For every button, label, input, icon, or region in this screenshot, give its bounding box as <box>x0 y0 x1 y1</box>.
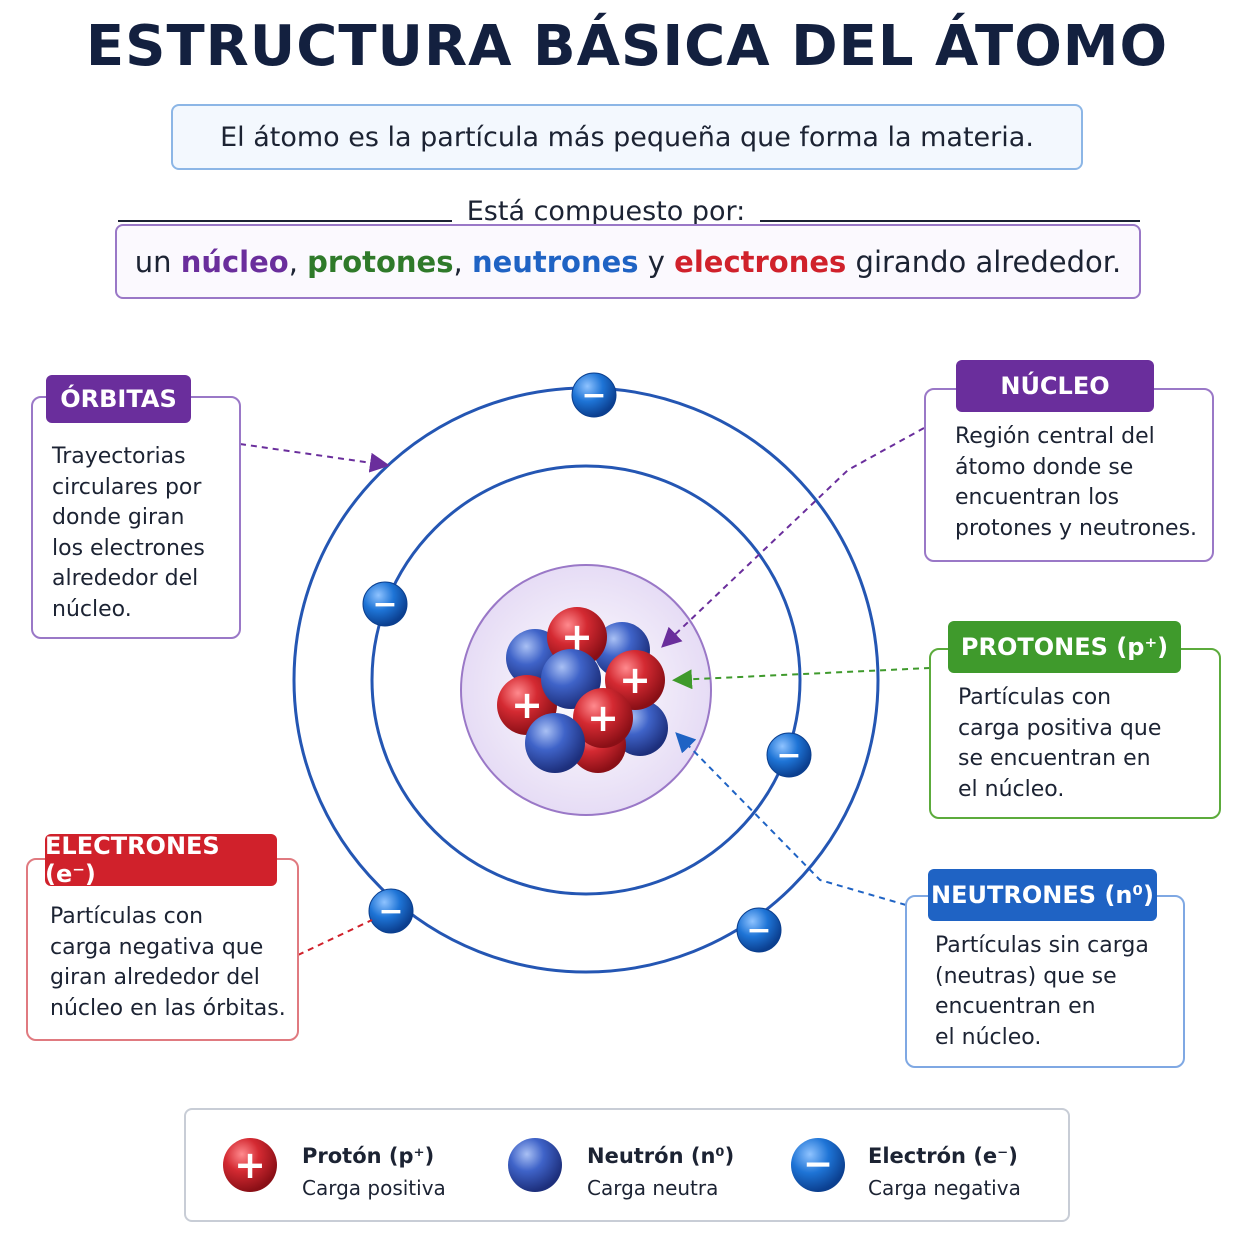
neutrones-description: Partículas sin carga (neutras) que se en… <box>935 933 1149 1050</box>
composition-nucleo: núcleo <box>180 244 289 279</box>
legend-electron-sub: Carga negativa <box>868 1176 1021 1200</box>
minus-sign: − <box>776 738 801 773</box>
orbitas-pointer <box>239 443 390 473</box>
legend: + Protón (p⁺) Carga positiva Neutrón (n⁰… <box>184 1108 1070 1222</box>
nucleo-pointer <box>661 427 925 648</box>
minus-sign: − <box>372 587 397 622</box>
minus-sign: − <box>803 1144 833 1185</box>
composition-separator: , <box>288 244 308 279</box>
protones-pointer <box>672 667 931 690</box>
electrones-card: ELECTRONES (e⁻) Partículas con carga neg… <box>26 832 299 1041</box>
electron: − <box>362 581 408 627</box>
neutrones-tag: NEUTRONES (n⁰) <box>928 869 1157 921</box>
composition-separator: y <box>638 244 675 279</box>
inner-orbit <box>370 464 802 896</box>
intro-text: El átomo es la partícula más pequeña que… <box>220 121 1034 153</box>
composition-box: un núcleo, protones, neutrones y electro… <box>115 224 1141 299</box>
electrones-description: Partículas con carga negativa que giran … <box>50 904 286 1021</box>
orbitas-tag: ÓRBITAS <box>46 375 191 423</box>
neutrones-card: NEUTRONES (n⁰) Partículas sin carga (neu… <box>905 869 1185 1068</box>
protones-description: Partículas con carga positiva que se enc… <box>958 685 1162 802</box>
composition-separator: , <box>453 244 472 279</box>
electron-icon: − <box>791 1138 845 1192</box>
proton-icon: + <box>223 1138 277 1192</box>
electrones-tag: ELECTRONES (e⁻) <box>45 832 277 888</box>
neutron-icon <box>508 1138 562 1192</box>
composition-protones: protones <box>307 244 454 279</box>
nucleus: + + + + <box>497 607 668 773</box>
composition-tail: girando alrededor. <box>846 244 1122 279</box>
minus-sign: − <box>581 378 606 413</box>
electron: − <box>368 888 414 934</box>
plus-sign: + <box>234 1143 266 1187</box>
minus-sign: − <box>378 894 403 929</box>
composition-word: un <box>134 244 181 279</box>
neutrones-pointer <box>675 732 907 906</box>
orbitas-description: Trayectorias circulares por donde giran … <box>52 444 205 622</box>
nucleo-tag: NÚCLEO <box>956 360 1154 412</box>
composition-rule-left <box>118 220 452 222</box>
protones-card: PROTONES (p⁺) Partículas con carga posit… <box>929 621 1221 819</box>
electron: − <box>736 907 782 953</box>
legend-neutron-sub: Carga neutra <box>587 1176 719 1200</box>
composition-rule-right <box>760 220 1140 222</box>
composition-label: Está compuesto por: <box>466 196 746 227</box>
proton <box>573 688 633 748</box>
orbitas-card: ÓRBITAS Trayectorias circulares por dond… <box>31 375 241 639</box>
legend-electron-title: Electrón (e⁻) <box>868 1144 1018 1168</box>
minus-sign: − <box>746 913 771 948</box>
composition-electrones: electrones <box>674 244 847 279</box>
electrones-pointer <box>297 919 373 956</box>
intro-box: El átomo es la partícula más pequeña que… <box>171 104 1083 170</box>
protones-tag: PROTONES (p⁺) <box>948 621 1181 673</box>
legend-proton-sub: Carga positiva <box>302 1176 446 1200</box>
legend-proton-title: Protón (p⁺) <box>302 1144 435 1168</box>
electron: − <box>571 372 617 418</box>
plus-sign: + <box>619 658 651 702</box>
composition-neutrones: neutrones <box>471 244 639 279</box>
page-title: ESTRUCTURA BÁSICA DEL ÁTOMO <box>85 14 1169 79</box>
electron: − <box>766 732 812 778</box>
plus-sign: + <box>587 696 619 740</box>
neutron <box>525 713 585 773</box>
nucleo-description: Región central del átomo donde se encuen… <box>955 424 1198 541</box>
nucleo-card: NÚCLEO Región central del átomo donde se… <box>924 360 1214 562</box>
legend-neutron-title: Neutrón (n⁰) <box>587 1144 735 1168</box>
